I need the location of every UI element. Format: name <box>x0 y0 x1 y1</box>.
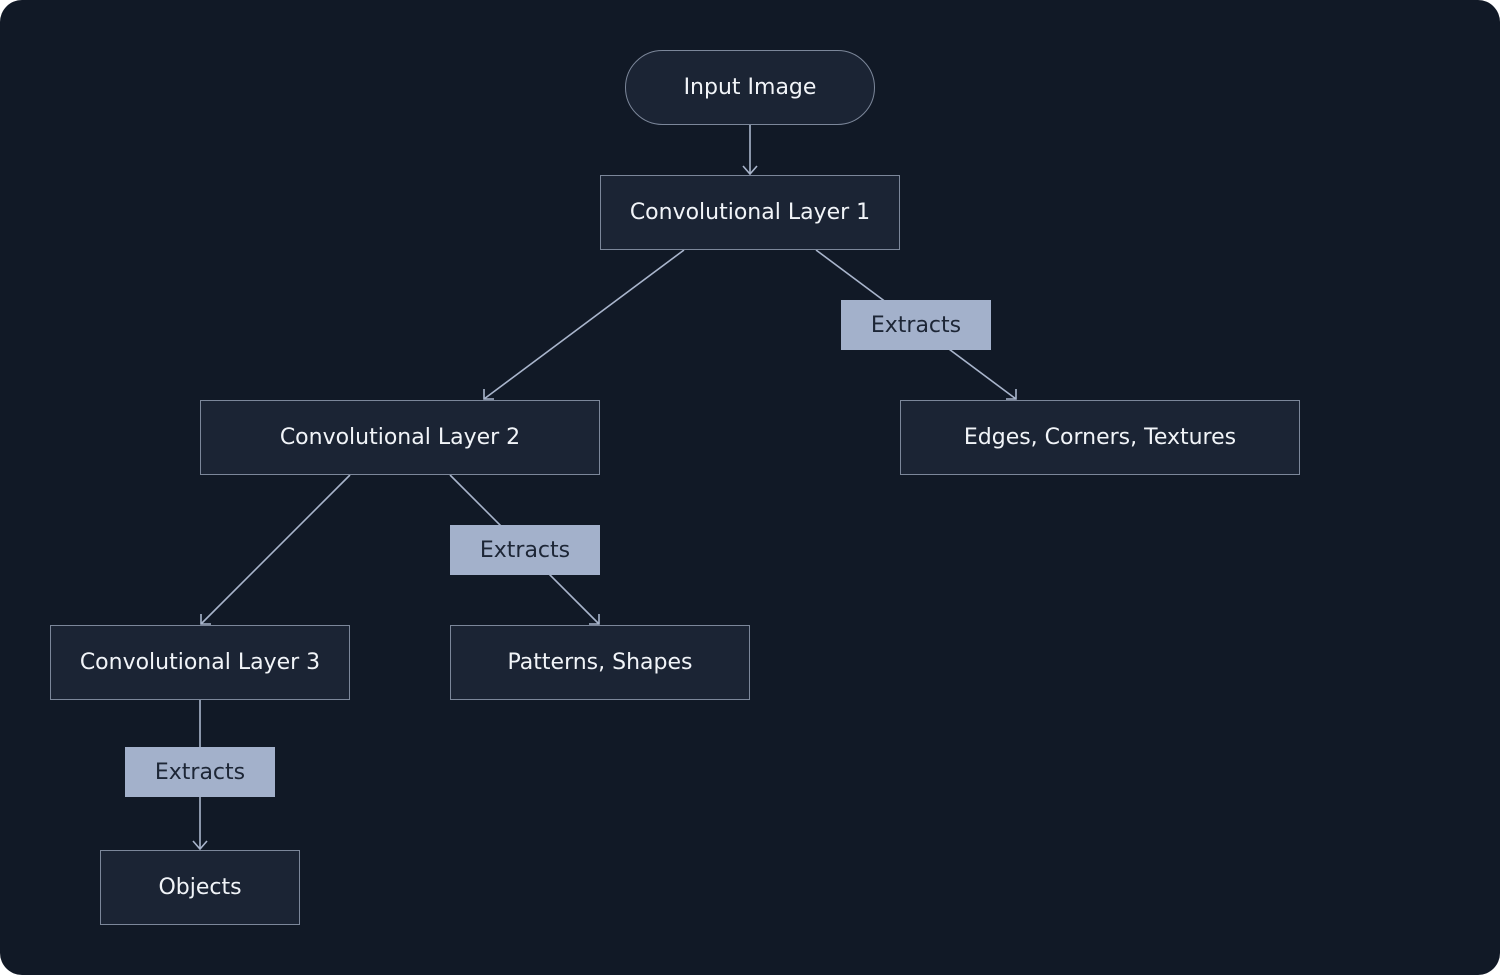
node-edges-corners-textures: Edges, Corners, Textures <box>900 400 1300 475</box>
edge-label-conv3-extracts: Extracts <box>125 747 275 797</box>
node-conv-layer-1: Convolutional Layer 1 <box>600 175 900 250</box>
edge-label-conv2-extracts: Extracts <box>450 525 600 575</box>
edge-input-to-conv1 <box>742 125 758 176</box>
node-patterns-shapes: Patterns, Shapes <box>450 625 750 700</box>
edge-label-conv1-extracts: Extracts <box>841 300 991 350</box>
node-input-image: Input Image <box>625 50 875 125</box>
edge-conv2-to-conv3 <box>200 474 351 625</box>
node-objects: Objects <box>100 850 300 925</box>
edge-conv1-to-conv2 <box>483 249 685 400</box>
node-conv-layer-3: Convolutional Layer 3 <box>50 625 350 700</box>
node-conv-layer-2: Convolutional Layer 2 <box>200 400 600 475</box>
